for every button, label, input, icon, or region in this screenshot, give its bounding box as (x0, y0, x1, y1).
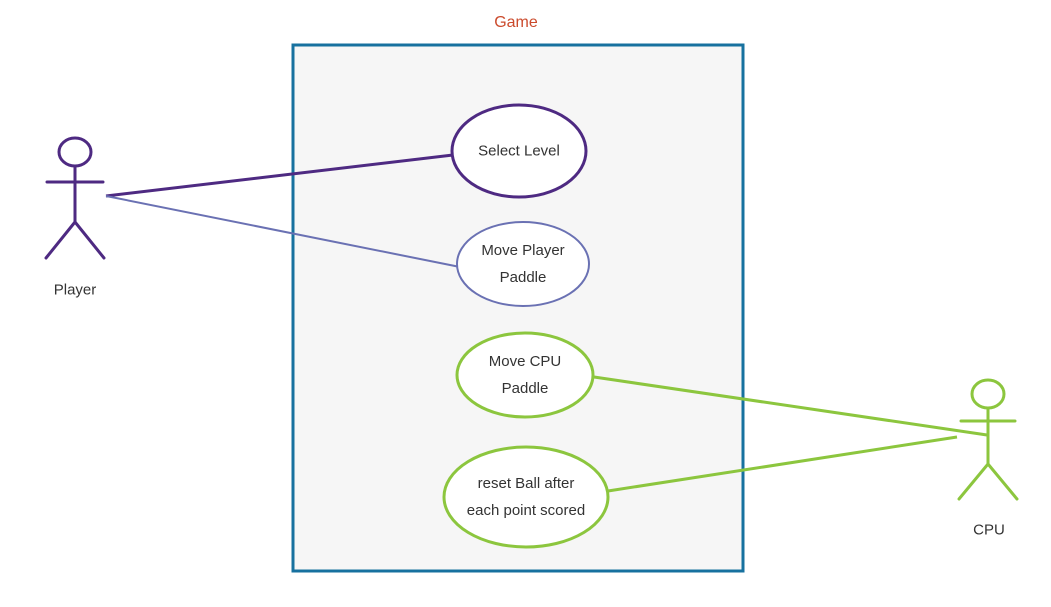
cpu-actor-left-leg (957, 462, 990, 501)
player-actor-label: Player (53, 281, 97, 299)
cpu-actor-right-leg (986, 462, 1019, 501)
cpu-actor-figure (957, 378, 1019, 501)
usecase-ellipse-move-player-paddle (456, 221, 590, 307)
cpu-actor-head (970, 378, 1006, 410)
association-player-select-level (105, 153, 454, 198)
usecase-ellipse-move-cpu-paddle (455, 331, 595, 419)
cpu-actor-label: CPU (973, 521, 1005, 539)
player-actor-figure (44, 136, 106, 260)
usecase-ellipse-select-level (450, 103, 588, 199)
association-cpu-reset-ball (607, 435, 958, 493)
player-actor-head (57, 136, 93, 168)
usecase-label-reset-ball: reset Ball after each point scored (466, 475, 586, 519)
player-actor-right-leg (73, 220, 106, 260)
player-actor-left-leg (44, 220, 77, 260)
usecase-ellipse-reset-ball (442, 445, 610, 549)
usecase-label-select-level: Select Level (478, 142, 560, 160)
usecase-label-move-player-paddle: Move Player Paddle (481, 242, 565, 286)
association-player-move-player-paddle (105, 195, 461, 268)
diagram-title: Game (494, 14, 538, 31)
usecase-label-move-cpu-paddle: Move CPU Paddle (488, 353, 562, 397)
association-cpu-move-cpu-paddle (593, 375, 988, 437)
